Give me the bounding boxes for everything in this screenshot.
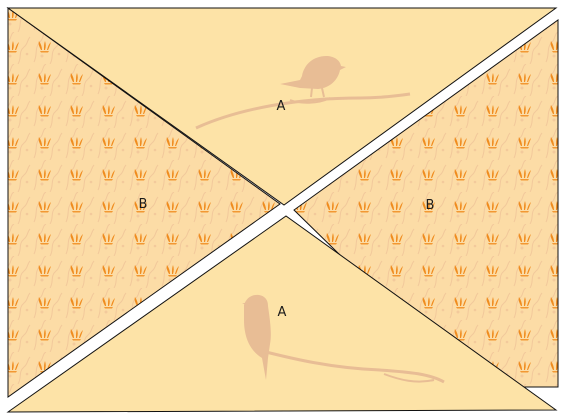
label-bottom-a: A <box>278 305 287 320</box>
label-right-b: B <box>426 198 435 213</box>
label-left-b: B <box>139 197 148 212</box>
label-top-a: A <box>277 99 286 114</box>
